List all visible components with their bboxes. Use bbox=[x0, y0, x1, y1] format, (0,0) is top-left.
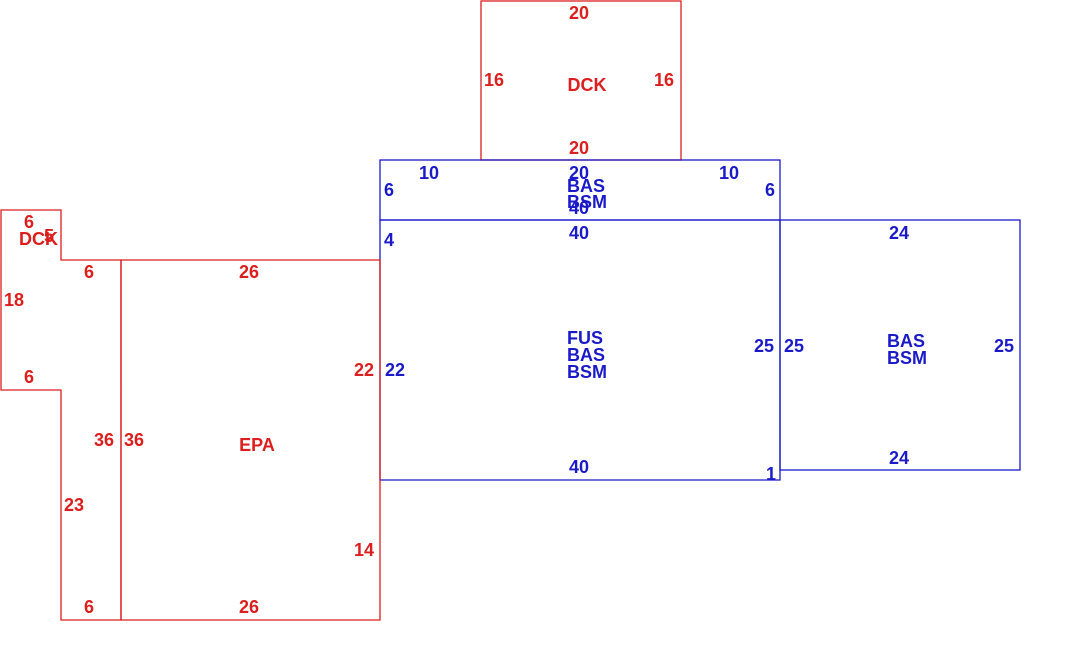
bas-right-dim-bottom: 24 bbox=[889, 448, 909, 468]
fus-dim-right: 25 bbox=[754, 336, 774, 356]
fus-area-label-1: FUS bbox=[567, 328, 603, 348]
fus-area-label-3: BSM bbox=[567, 362, 607, 382]
dck-left-dim-top: 6 bbox=[24, 212, 34, 232]
epa-dim-left-inner: 36 bbox=[124, 430, 144, 450]
epa-dim-right-lower: 14 bbox=[354, 540, 374, 560]
dck-left-dim-left: 18 bbox=[4, 290, 24, 310]
dck-left-dim-small: 5 bbox=[44, 226, 54, 246]
bas-small-dim-right: 6 bbox=[765, 180, 775, 200]
bas-small-area-label-2: BSM bbox=[567, 192, 607, 212]
epa-outline bbox=[120, 259, 381, 621]
epa-area-label: EPA bbox=[239, 435, 275, 455]
bas-right-dim-top: 24 bbox=[889, 223, 909, 243]
bas-right-dim-left: 25 bbox=[784, 336, 804, 356]
dck-top-area-label: DCK bbox=[568, 75, 607, 95]
bas-small-area-label-1: BAS bbox=[567, 176, 605, 196]
epa-dim-top: 26 bbox=[239, 262, 259, 282]
dck-left-area-label: DCK bbox=[19, 229, 58, 249]
bas-small-dim-bottom: 40 bbox=[569, 198, 589, 218]
epa-dim-left-lower: 23 bbox=[64, 495, 84, 515]
bas-small-dim-top: 20 bbox=[569, 163, 589, 183]
fus-dim-left: 22 bbox=[385, 360, 405, 380]
bas-small-dim-left: 6 bbox=[384, 180, 394, 200]
fus-area-label-2: BAS bbox=[567, 345, 605, 365]
fus-dim-bottom: 40 bbox=[569, 457, 589, 477]
bas-right-area-label-1: BAS bbox=[887, 331, 925, 351]
bas-small-dim-right-seg: 10 bbox=[719, 163, 739, 183]
epa-dim-top-left: 6 bbox=[84, 262, 94, 282]
dck-top-dim-right: 16 bbox=[654, 70, 674, 90]
epa-dim-right-upper: 22 bbox=[354, 360, 374, 380]
epa-dim-left-outer: 36 bbox=[94, 430, 114, 450]
dck-top-dim-left: 16 bbox=[484, 70, 504, 90]
fus-dim-corner: 1 bbox=[766, 464, 776, 484]
bas-right-area-label-2: BSM bbox=[887, 348, 927, 368]
bas-bsm-right-outline bbox=[779, 219, 1021, 471]
dck-left-dim-bottom: 6 bbox=[24, 367, 34, 387]
bas-small-dim-left-seg: 10 bbox=[419, 163, 439, 183]
epa-dim-bottom: 26 bbox=[239, 597, 259, 617]
fus-dim-top: 40 bbox=[569, 223, 589, 243]
fus-dim-left-small: 4 bbox=[384, 230, 394, 250]
bas-right-dim-right: 25 bbox=[994, 336, 1014, 356]
dck-top-dim-bottom: 20 bbox=[569, 138, 589, 158]
dck-left-outline bbox=[0, 209, 122, 621]
epa-dim-bottom-left: 6 bbox=[84, 597, 94, 617]
dck-top-dim-top: 20 bbox=[569, 3, 589, 23]
